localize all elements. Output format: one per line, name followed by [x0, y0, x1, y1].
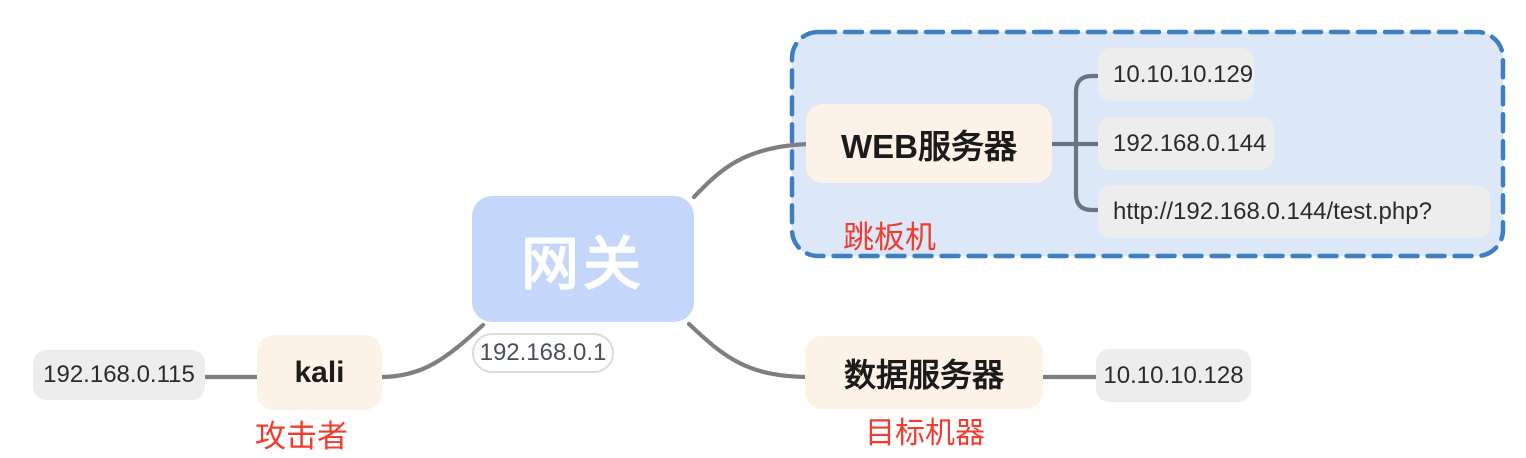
node-data-server[interactable]: 数据服务器	[805, 336, 1043, 409]
node-web-ip-lan[interactable]: 192.168.0.144	[1098, 117, 1274, 170]
link-kali-gateway	[378, 322, 486, 380]
jumpbox-role-label: 跳板机	[843, 220, 936, 255]
node-gateway[interactable]: 网关	[472, 196, 694, 322]
link-gateway-webserver	[691, 141, 813, 200]
node-kali[interactable]: kali	[257, 335, 382, 410]
node-attacker-ip[interactable]: 192.168.0.115	[33, 350, 205, 400]
attacker-role-label: 攻击者	[255, 419, 348, 454]
bracket-top-branch	[1073, 73, 1101, 147]
node-web-server[interactable]: WEB服务器	[806, 104, 1052, 183]
node-web-url[interactable]: http://192.168.0.144/test.php?	[1098, 185, 1490, 238]
node-web-ip-internal[interactable]: 10.10.10.129	[1098, 48, 1254, 101]
target-role-label: 目标机器	[865, 417, 985, 450]
node-data-server-ip[interactable]: 10.10.10.128	[1096, 349, 1251, 402]
gateway-ip-tag[interactable]: 192.168.0.1	[472, 333, 614, 373]
link-gateway-dataserver	[686, 321, 812, 380]
bracket-bottom-branch	[1073, 141, 1101, 213]
